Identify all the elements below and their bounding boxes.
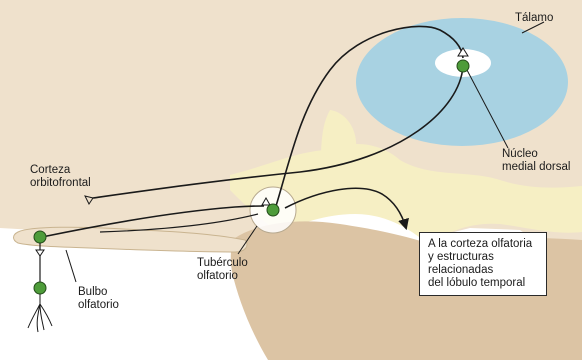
olfactory-bulb-label: Bulbo olfatorio — [78, 286, 119, 312]
orbitofrontal-cortex-label: Corteza orbitofrontal — [30, 164, 91, 190]
thalamus-region — [356, 18, 568, 146]
thalamic-neuron — [457, 60, 469, 72]
olfactory-tubercle-label: Tubérculo olfatorio — [197, 257, 248, 283]
thalamus-label: Tálamo — [515, 12, 553, 25]
receptor-neuron — [34, 282, 46, 294]
tubercle-neuron — [267, 204, 279, 216]
temporal-destination-label: A la corteza olfatoria y estructuras rel… — [428, 238, 542, 290]
medial-dorsal-nucleus-label: Núcleo medial dorsal — [502, 148, 570, 174]
temporal-destination-box: A la corteza olfatoria y estructuras rel… — [419, 232, 547, 296]
mitral-cell-neuron — [34, 231, 46, 243]
